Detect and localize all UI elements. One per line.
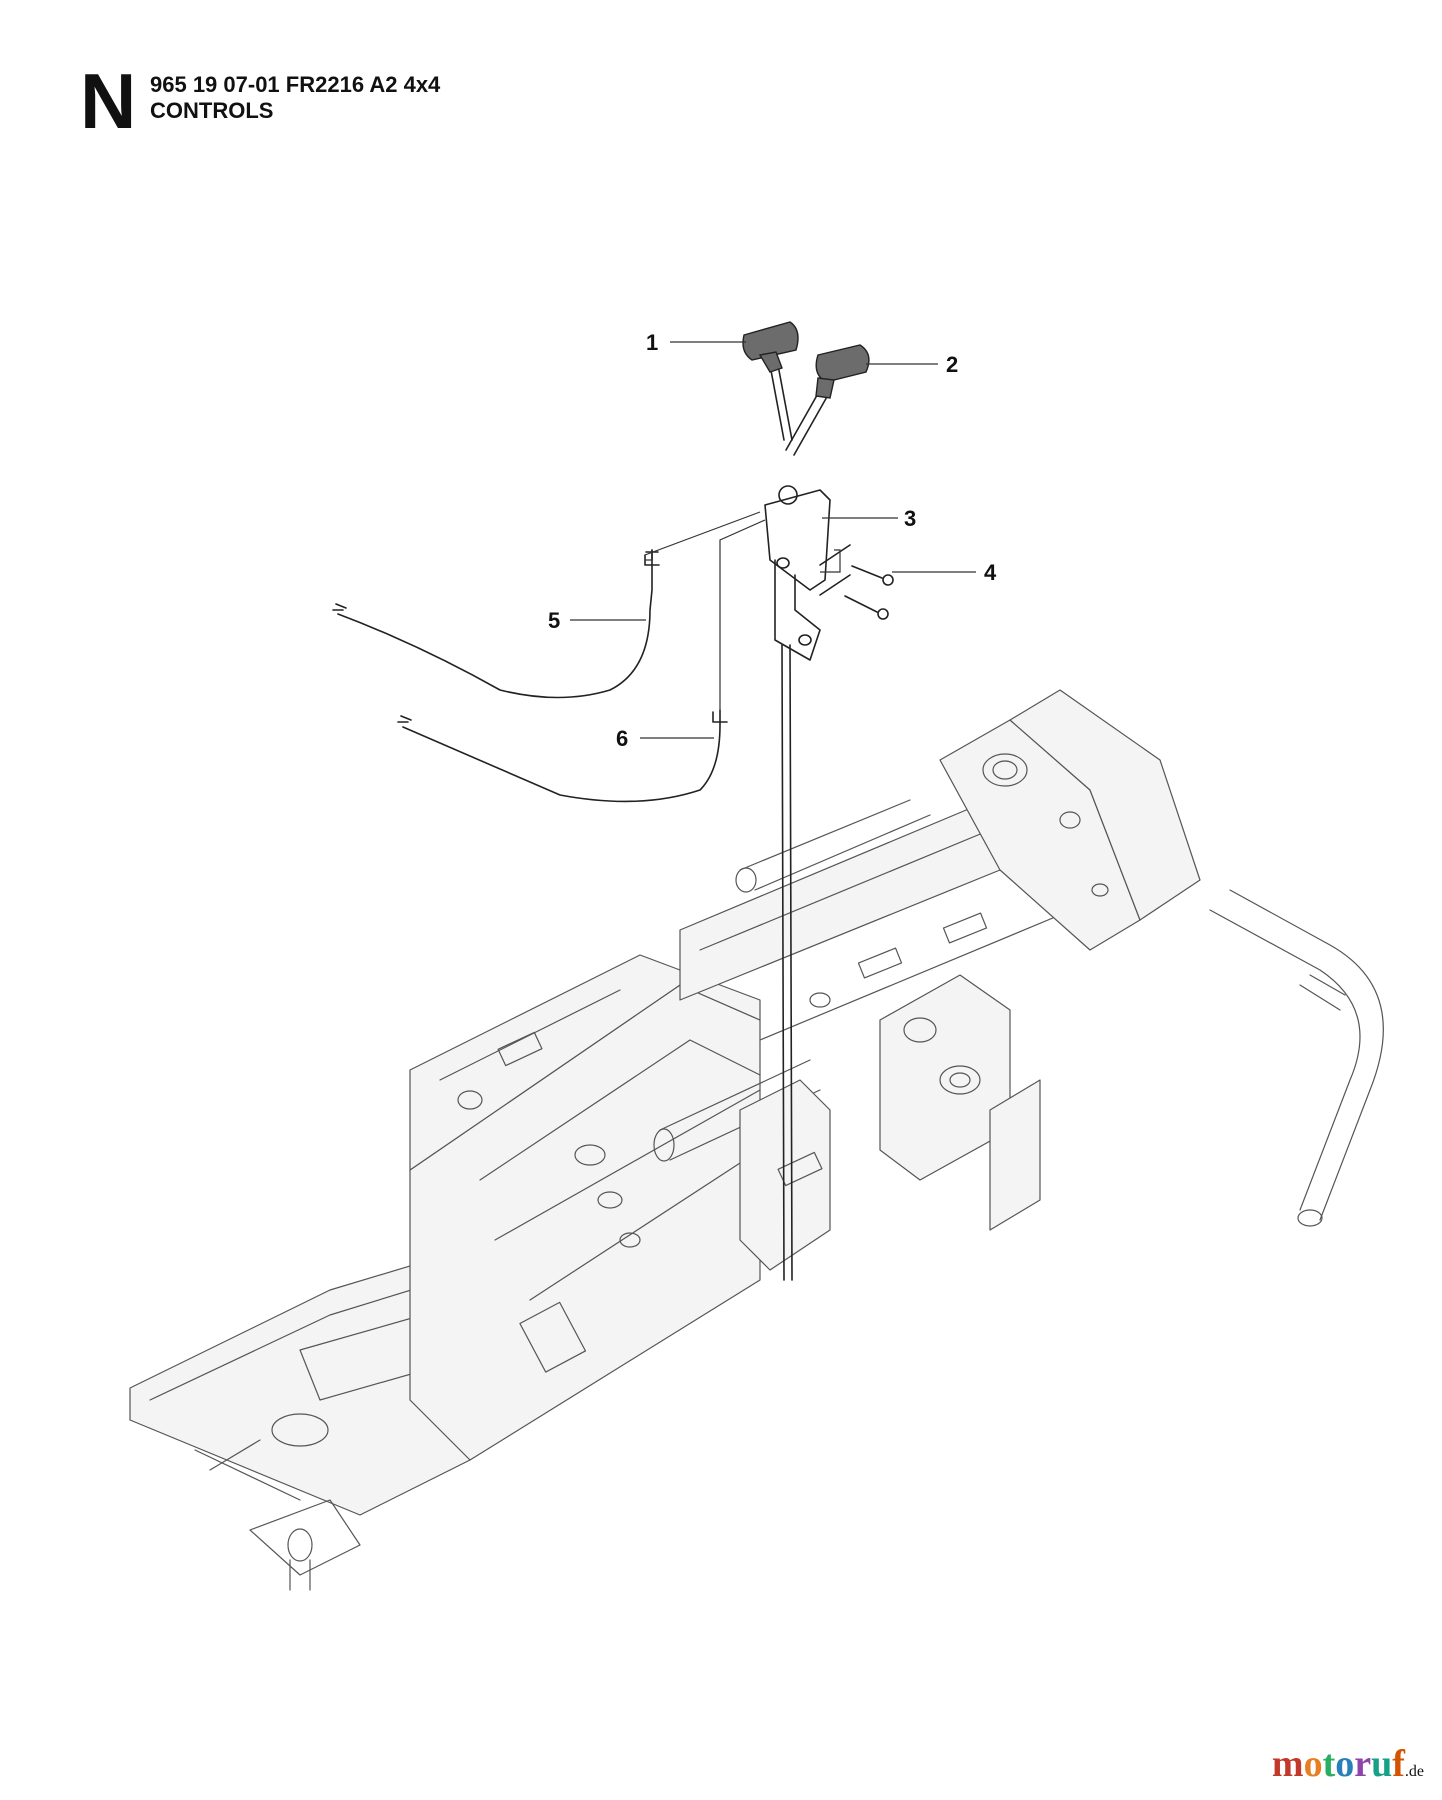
callout-3-number: 6 — [616, 726, 628, 751]
mower-frame — [129, 689, 1384, 1591]
callout-4: 2 — [866, 352, 958, 377]
part-5-knob — [742, 321, 799, 373]
cable-routing — [644, 511, 841, 710]
part-4-5-levers — [769, 364, 829, 456]
callout-1: 3 — [822, 506, 916, 531]
section-letter: N — [80, 57, 137, 145]
watermark-letter: o — [1303, 1743, 1323, 1785]
part-6-bolts — [819, 544, 894, 620]
watermark-letter: f — [1392, 1743, 1405, 1785]
motoruf-watermark: motoruf.de — [1272, 1742, 1424, 1786]
callout-2-number: 5 — [548, 608, 560, 633]
watermark-suffix: .de — [1404, 1763, 1424, 1780]
callout-1-number: 3 — [904, 506, 916, 531]
part-2-cable — [332, 549, 660, 699]
watermark-letter: m — [1271, 1743, 1304, 1785]
part-number-line: 965 19 07-01 FR2216 A2 4x4 — [150, 72, 441, 97]
callout-5-number: 1 — [646, 330, 658, 355]
callout-5: 1 — [646, 330, 746, 355]
part-4-knob — [815, 344, 870, 399]
watermark-letter: r — [1354, 1743, 1372, 1785]
control-rod — [781, 644, 793, 1281]
callout-2: 5 — [548, 608, 646, 633]
watermark-letter: o — [1335, 1743, 1355, 1785]
callout-4-number: 2 — [946, 352, 958, 377]
callout-3: 6 — [616, 726, 714, 751]
callout-6: 4 — [892, 560, 997, 585]
header-block: 965 19 07-01 FR2216 A2 4x4 CONTROLS — [150, 72, 440, 124]
watermark-letter: t — [1322, 1743, 1336, 1785]
part-1-lever-bracket — [764, 485, 831, 661]
diagram-title: CONTROLS — [150, 98, 274, 123]
watermark-letter: u — [1371, 1743, 1393, 1785]
part-3-cable — [397, 709, 728, 803]
callout-6-number: 4 — [984, 560, 997, 585]
